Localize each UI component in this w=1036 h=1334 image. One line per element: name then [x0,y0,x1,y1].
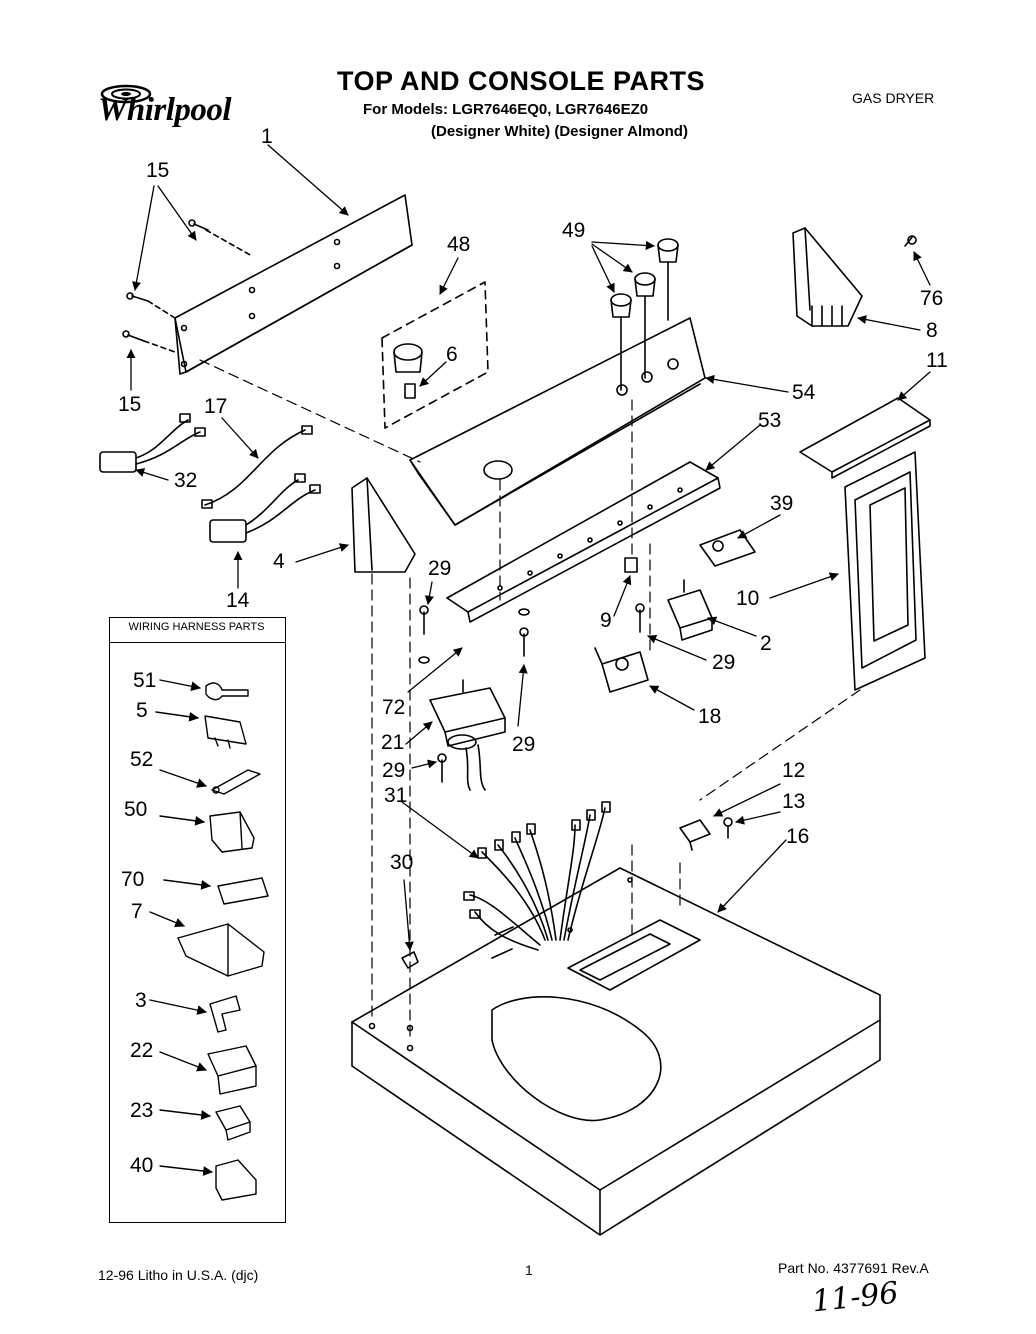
part-harness-14 [209,473,321,543]
harness-callout-51: 51 [133,669,157,692]
part-switch-9 [624,557,638,573]
part-clip-12-13 [679,817,733,851]
harness-callout-5: 5 [136,699,148,722]
harness-callout-50: 50 [124,798,148,821]
callout-10: 10 [736,587,760,610]
part-switch-2 [667,579,713,641]
callout-39: 39 [770,492,794,515]
harness-panel-parts [149,679,269,1201]
callout-30: 30 [390,851,414,874]
part-timer-knob-group [381,281,489,429]
callout-29-a: 29 [428,557,452,580]
callout-12: 12 [782,759,806,782]
alignment-lines [199,359,861,1041]
callout-17: 17 [204,395,228,418]
callout-9: 9 [600,609,612,632]
callout-1: 1 [261,125,273,148]
part-timer-motor [429,679,506,791]
callout-72: 72 [382,696,406,719]
callout-29-d: 29 [382,759,406,782]
product-type: GAS DRYER [852,90,935,106]
part-rear-bracket [174,194,413,375]
callout-4: 4 [273,550,285,573]
harness-callout-23: 23 [130,1099,154,1122]
callout-32: 32 [174,469,198,492]
harness-panel-title: WIRING HARNESS PARTS [128,621,265,633]
models-line: For Models: LGR7646EQ0, LGR7646EZ0 [363,101,649,118]
page-number: 1 [525,1262,533,1278]
harness-panel-divider [109,642,285,643]
callout-54: 54 [792,381,816,404]
part-switch-39 [699,529,756,567]
whirlpool-logo: Whirlpool [98,80,258,135]
part-screw-76-head [907,235,917,245]
logo-swirl-icon [100,84,152,104]
part-main-harness [463,801,611,959]
harness-callout-7: 7 [131,900,143,923]
harness-callout-40: 40 [130,1154,154,1177]
callout-16: 16 [786,825,810,848]
part-control-knobs [610,238,679,391]
part-end-cap [792,227,863,327]
callout-14: 14 [226,589,250,612]
callout-48: 48 [447,233,471,256]
part-switch-18 [594,647,649,693]
callout-76: 76 [920,287,944,310]
part-screws-29 [418,603,645,783]
leader-lines [126,144,931,951]
part-lint-housing [844,451,926,691]
part-lint-cover [799,397,931,479]
part-screw-76 [904,235,914,247]
callout-15-bottom: 15 [118,393,142,416]
part-number: Part No. 4377691 Rev.A [778,1260,929,1276]
callout-49: 49 [562,219,586,242]
part-harness-17 [201,425,313,509]
page-title: TOP AND CONSOLE PARTS [337,66,706,96]
part-mounting-strip [446,461,721,623]
litho-note: 12-96 Litho in U.S.A. (djc) [98,1267,259,1283]
harness-callout-70: 70 [121,868,145,891]
callout-29-b: 29 [712,651,736,674]
callout-15-top: 15 [146,159,170,182]
callout-21: 21 [381,731,405,754]
callout-29-c: 29 [512,733,536,756]
part-console-panel [409,317,706,526]
wiring-harness-panel [109,617,286,1223]
callout-8: 8 [926,319,938,342]
harness-callout-52: 52 [130,748,154,771]
brand-name: Whirlpool [98,92,232,128]
callout-2: 2 [760,632,772,655]
harness-callout-22: 22 [130,1039,154,1062]
callout-11: 11 [926,349,948,372]
callout-53: 53 [758,409,782,432]
callout-31: 31 [384,784,408,807]
part-console-end-cap [351,477,416,573]
part-harness-32 [99,413,206,473]
harness-callout-3: 3 [135,989,147,1012]
callout-6: 6 [446,343,458,366]
variants-line: (Designer White) (Designer Almond) [431,123,688,140]
part-screws-15 [122,219,253,353]
callout-18: 18 [698,705,722,728]
part-top-panel [351,867,881,1236]
callout-13: 13 [782,790,806,813]
